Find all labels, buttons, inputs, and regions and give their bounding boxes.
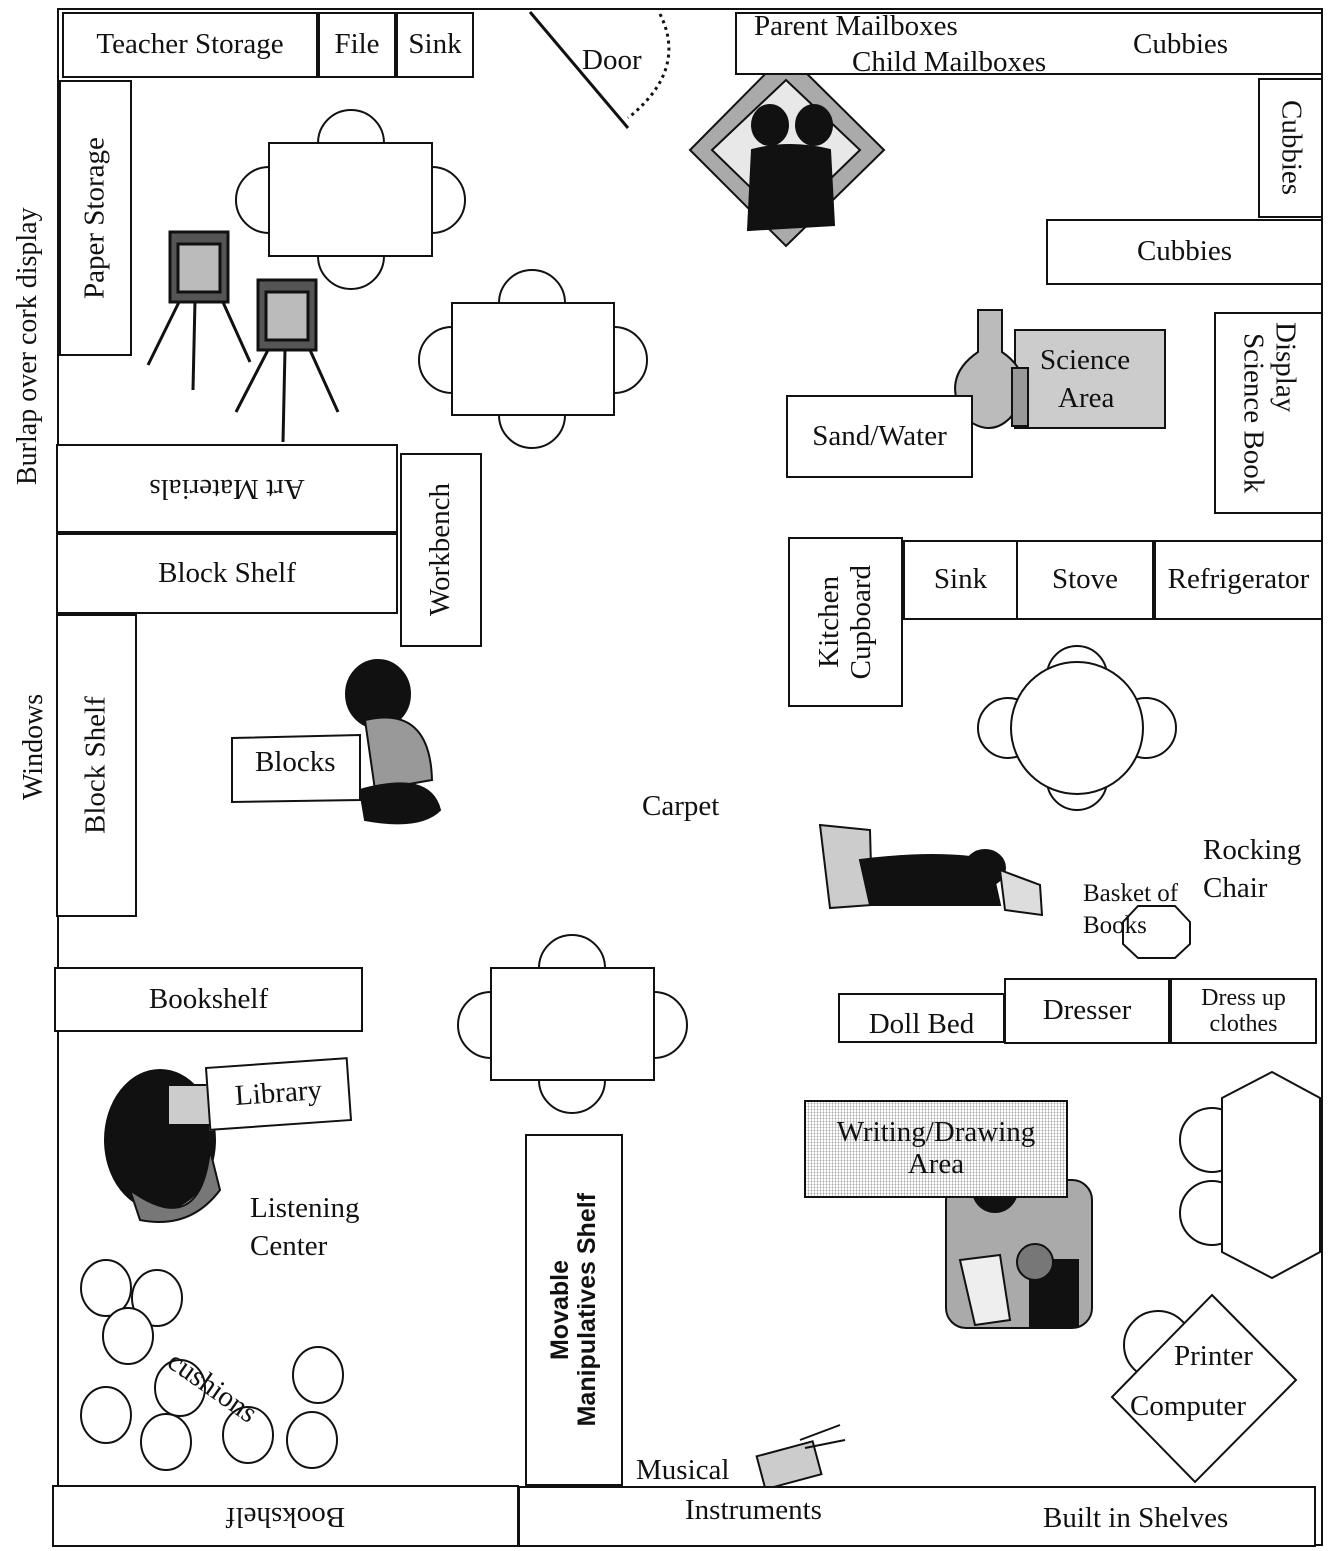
dress-up-label-1: Dress up — [1201, 984, 1286, 1011]
manipulatives-shelf: Movable Manipulatives Shelf — [525, 1134, 623, 1486]
refrigerator: Refrigerator — [1154, 540, 1323, 620]
writing-area-label-1: Writing/Drawing — [836, 1116, 1036, 1149]
sand-water-table: Sand/Water — [786, 395, 973, 478]
dress-up-label-2: clothes — [1209, 1011, 1278, 1037]
drum-icon — [755, 1424, 846, 1491]
manipulatives-label-1: Movable — [545, 1259, 574, 1361]
basket-of-books — [1122, 905, 1191, 959]
kitchen-cupboard-label-2: Cupboard — [844, 564, 877, 680]
door-swing — [528, 11, 671, 129]
science-area-label-1: Science — [1040, 344, 1131, 376]
rocking-chair-label-2: Chair — [1203, 872, 1268, 904]
parent-mailboxes-label: Parent Mailboxes — [754, 10, 958, 42]
bookshelf-bottom: Bookshelf — [52, 1485, 519, 1547]
computer-station — [1110, 1293, 1298, 1484]
manipulatives-label-2: Manipulatives Shelf — [573, 1193, 601, 1427]
child-listening — [104, 1069, 222, 1223]
science-book-display-label-2: Display — [1269, 322, 1302, 413]
art-table-2 — [418, 269, 648, 449]
easel-2 — [234, 278, 340, 443]
listening-center-label-1: Listening — [250, 1192, 360, 1224]
science-area-label-2: Area — [1058, 382, 1115, 414]
library-sign: Library — [204, 1057, 353, 1131]
block-shelf-horizontal: Block Shelf — [56, 533, 398, 614]
cushions — [80, 1259, 344, 1471]
musical-label: Musical — [636, 1454, 730, 1486]
built-in-shelves — [518, 1486, 1316, 1547]
child-drawing — [945, 1167, 1093, 1329]
round-table — [977, 645, 1177, 811]
rocking-chair-label-1: Rocking — [1203, 834, 1302, 866]
cubbies-right: Cubbies — [1258, 78, 1323, 218]
carpet-label: Carpet — [642, 790, 720, 822]
cubbies-top-label: Cubbies — [1133, 28, 1229, 60]
child-with-blocks — [231, 659, 442, 825]
teacher-storage: Teacher Storage — [62, 12, 318, 78]
writing-area-label-2: Area — [907, 1148, 965, 1180]
science-book-display: Science Book Display — [1214, 312, 1323, 514]
child-reading — [818, 823, 1044, 917]
art-table-1 — [235, 109, 466, 290]
science-book-display-label-1: Science Book — [1237, 332, 1270, 494]
parents-picture — [688, 51, 886, 248]
blocks-label: Blocks — [255, 746, 336, 778]
listening-center-label-2: Center — [250, 1230, 328, 1262]
writing-table — [1179, 1070, 1321, 1280]
kitchen-sink: Sink — [903, 540, 1018, 620]
workbench: Workbench — [400, 453, 482, 647]
bookshelf-left: Bookshelf — [54, 967, 363, 1032]
kitchen-cupboard-label-1: Kitchen — [812, 576, 845, 668]
doll-bed: Doll Bed — [838, 993, 1005, 1043]
instruments-label: Instruments — [685, 1494, 822, 1526]
kitchen-cupboard: Kitchen Cupboard — [788, 537, 903, 707]
art-materials: Art Materials — [56, 444, 398, 533]
block-shelf-vertical: Block Shelf — [56, 614, 137, 917]
dresser: Dresser — [1004, 978, 1170, 1044]
paper-storage: Paper Storage — [59, 80, 132, 356]
child-mailboxes-label: Child Mailboxes — [852, 46, 1047, 78]
printer-label: Printer — [1174, 1340, 1253, 1372]
writing-drawing-area: Writing/Drawing Area — [804, 1100, 1068, 1198]
cubbies-mid: Cubbies — [1046, 219, 1323, 285]
built-in-shelves-label: Built in Shelves — [1043, 1502, 1229, 1534]
manipulatives-table — [457, 934, 688, 1114]
stove: Stove — [1016, 540, 1154, 620]
mailboxes-cubbies — [735, 12, 1323, 75]
file-cabinet: File — [318, 12, 396, 78]
basket-label-2: Books — [1083, 912, 1147, 939]
sink-top: Sink — [396, 12, 474, 78]
door-label: Door — [582, 44, 642, 76]
computer-label: Computer — [1130, 1390, 1246, 1422]
basket-label-1: Basket of — [1083, 880, 1179, 907]
easel-1 — [146, 230, 252, 391]
dress-up-clothes: Dress up clothes — [1170, 978, 1317, 1044]
